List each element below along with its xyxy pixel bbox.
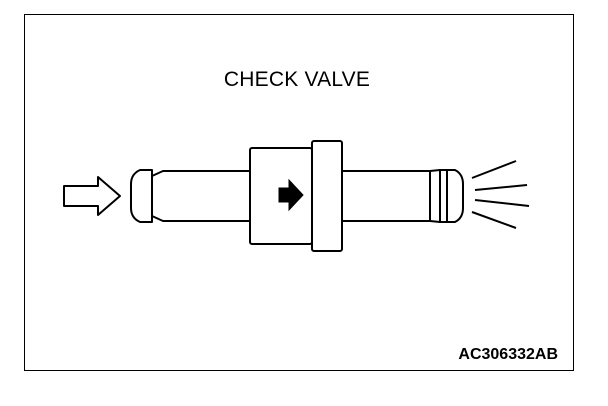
valve-collar — [311, 140, 343, 252]
flow-direction-arrow-icon — [278, 178, 304, 212]
left-tube — [151, 170, 251, 222]
figure-code: AC306332AB — [458, 346, 558, 363]
diagram-frame — [24, 14, 574, 371]
right-hose-barb — [439, 169, 464, 223]
left-hose-barb — [130, 169, 153, 223]
right-tube — [341, 169, 441, 223]
outlet-spray-lines-icon — [471, 160, 530, 229]
inlet-flow-arrow-icon — [63, 176, 121, 216]
diagram-title: CHECK VALVE — [223, 68, 371, 91]
